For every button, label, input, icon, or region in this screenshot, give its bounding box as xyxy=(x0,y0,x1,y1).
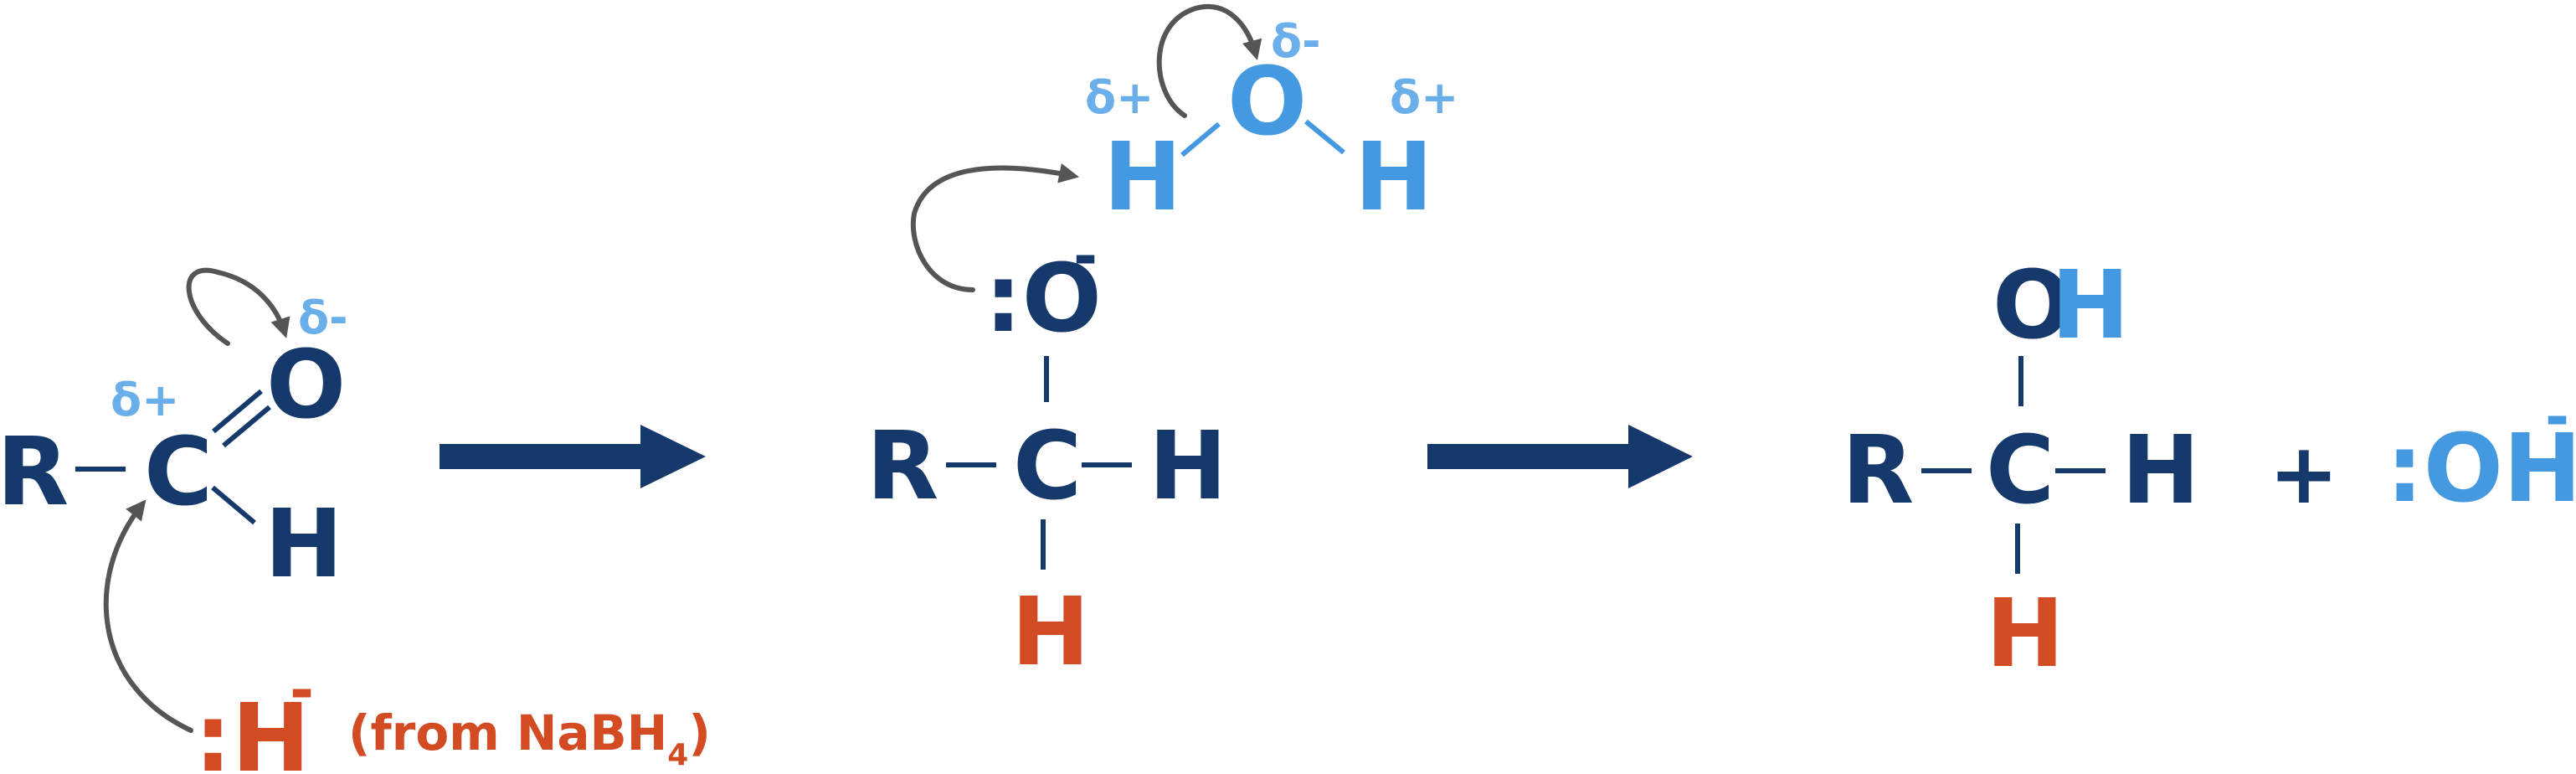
plus-sign: + xyxy=(2269,425,2339,523)
hydride-source-label: (from NaBH4) xyxy=(348,704,711,772)
step1-delta-minus: δ- xyxy=(298,292,348,344)
step2-hydrogen-right: H xyxy=(1149,412,1227,521)
curly-arrow-hydride-attack xyxy=(103,499,193,733)
hydroxide-charge: - xyxy=(2545,383,2569,452)
hydroxide-ion: :OH xyxy=(2386,415,2576,524)
step1-r-group: R xyxy=(0,418,69,527)
step2-intermediate: H O H δ+ δ- δ+ :O - R C H H xyxy=(866,4,1458,687)
reaction-arrow-1 xyxy=(440,425,706,488)
water-delta-plus-left: δ+ xyxy=(1085,71,1154,124)
water-delta-minus: δ- xyxy=(1271,15,1321,68)
step3-hydrogen-right: H xyxy=(2121,416,2200,525)
step3-products: O H R C H H + :OH - xyxy=(1842,251,2576,689)
water-oh-bond-left xyxy=(1180,121,1221,157)
curly-arrow-pi-to-o xyxy=(186,267,291,346)
step2-carbon: C xyxy=(1013,412,1082,521)
alcohol-hydrogen: H xyxy=(2051,251,2130,360)
step3-carbon: C xyxy=(1986,416,2054,525)
step1-reactants: R C O H δ+ δ- :H - (from NaBH4) xyxy=(0,267,711,774)
reaction-arrow-2 xyxy=(1427,425,1693,488)
step3-r-group: R xyxy=(1842,416,1914,525)
alkoxide-charge: - xyxy=(1073,222,1098,291)
alcohol-oxygen: O xyxy=(1992,251,2072,360)
hydride-nucleophile: :H xyxy=(194,684,311,774)
step1-c-o-double-bond-1 xyxy=(212,389,263,434)
hydride-charge: - xyxy=(290,656,314,725)
step1-hydrogen: H xyxy=(265,490,343,599)
water-oxygen: O xyxy=(1227,48,1307,157)
alkoxide-oxygen: :O xyxy=(985,245,1102,353)
water-oh-bond-right xyxy=(1304,119,1345,155)
step1-oxygen: O xyxy=(266,331,346,440)
water-delta-plus-right: δ+ xyxy=(1390,71,1458,124)
step3-hydrogen-bottom: H xyxy=(1986,580,2064,689)
step1-c-o-double-bond-2 xyxy=(222,405,271,448)
water-hydrogen-right: H xyxy=(1355,123,1433,232)
step2-r-group: R xyxy=(866,412,938,521)
water-hydrogen-left: H xyxy=(1103,123,1182,232)
curly-arrow-alkoxide-to-h xyxy=(910,163,1080,292)
step1-c-h-bond xyxy=(211,485,256,525)
step2-hydrogen-bottom: H xyxy=(1011,578,1090,687)
step1-carbon: C xyxy=(144,418,213,527)
curly-arrow-oh-bond-break xyxy=(1156,4,1262,118)
step1-delta-plus: δ+ xyxy=(111,374,179,426)
